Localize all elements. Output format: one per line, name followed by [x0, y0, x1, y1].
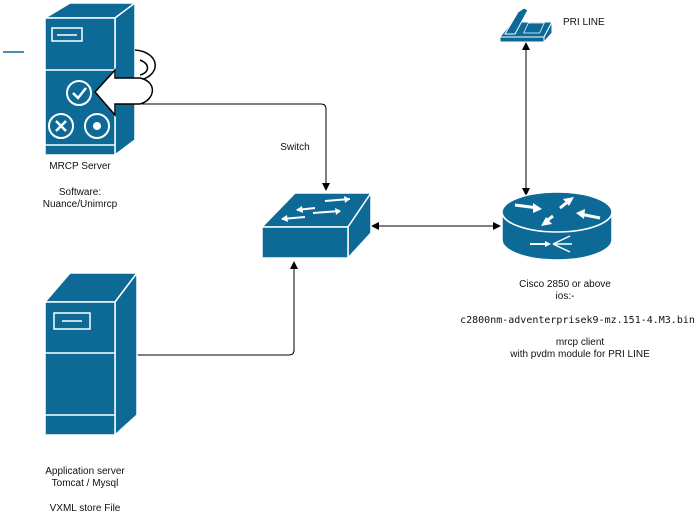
connection-app-switch[interactable]	[128, 261, 298, 356]
mrcp-server-icon[interactable]	[42, 1, 156, 157]
check-icon	[66, 80, 92, 106]
application-server-icon[interactable]	[43, 270, 139, 437]
switch-label: Switch	[280, 142, 310, 153]
rotate-arrow-icon	[134, 49, 156, 81]
x-icon	[48, 113, 74, 139]
router-icon[interactable]	[501, 191, 613, 261]
connection-mrcp-switch[interactable]	[142, 103, 330, 191]
mrcp-server-label: MRCP Server	[49, 161, 111, 172]
router-mrcp-client: mrcp client	[555, 337, 605, 348]
app-server-label: Application server	[45, 466, 125, 477]
app-server-stack: Tomcat / Mysql	[51, 478, 119, 489]
telephone-icon[interactable]	[498, 7, 553, 44]
router-model-label: Cisco 2850 or above	[519, 279, 611, 290]
router-pvdm-note: with pvdm module for PRI LINE	[510, 349, 650, 360]
mrcp-software-value: Nuance/Unimrcp	[42, 199, 118, 210]
router-ios-image: c2800nm-adventerprisek9-mz.151-4.M3.bin	[460, 315, 695, 326]
phone-label: PRI LINE	[563, 17, 605, 28]
dot-icon	[84, 113, 110, 139]
router-ios-label: ios:-	[555, 291, 575, 302]
mrcp-software-label: Software:	[58, 187, 102, 198]
switch-icon[interactable]	[260, 190, 373, 260]
app-server-vxml: VXML store File	[49, 503, 121, 514]
